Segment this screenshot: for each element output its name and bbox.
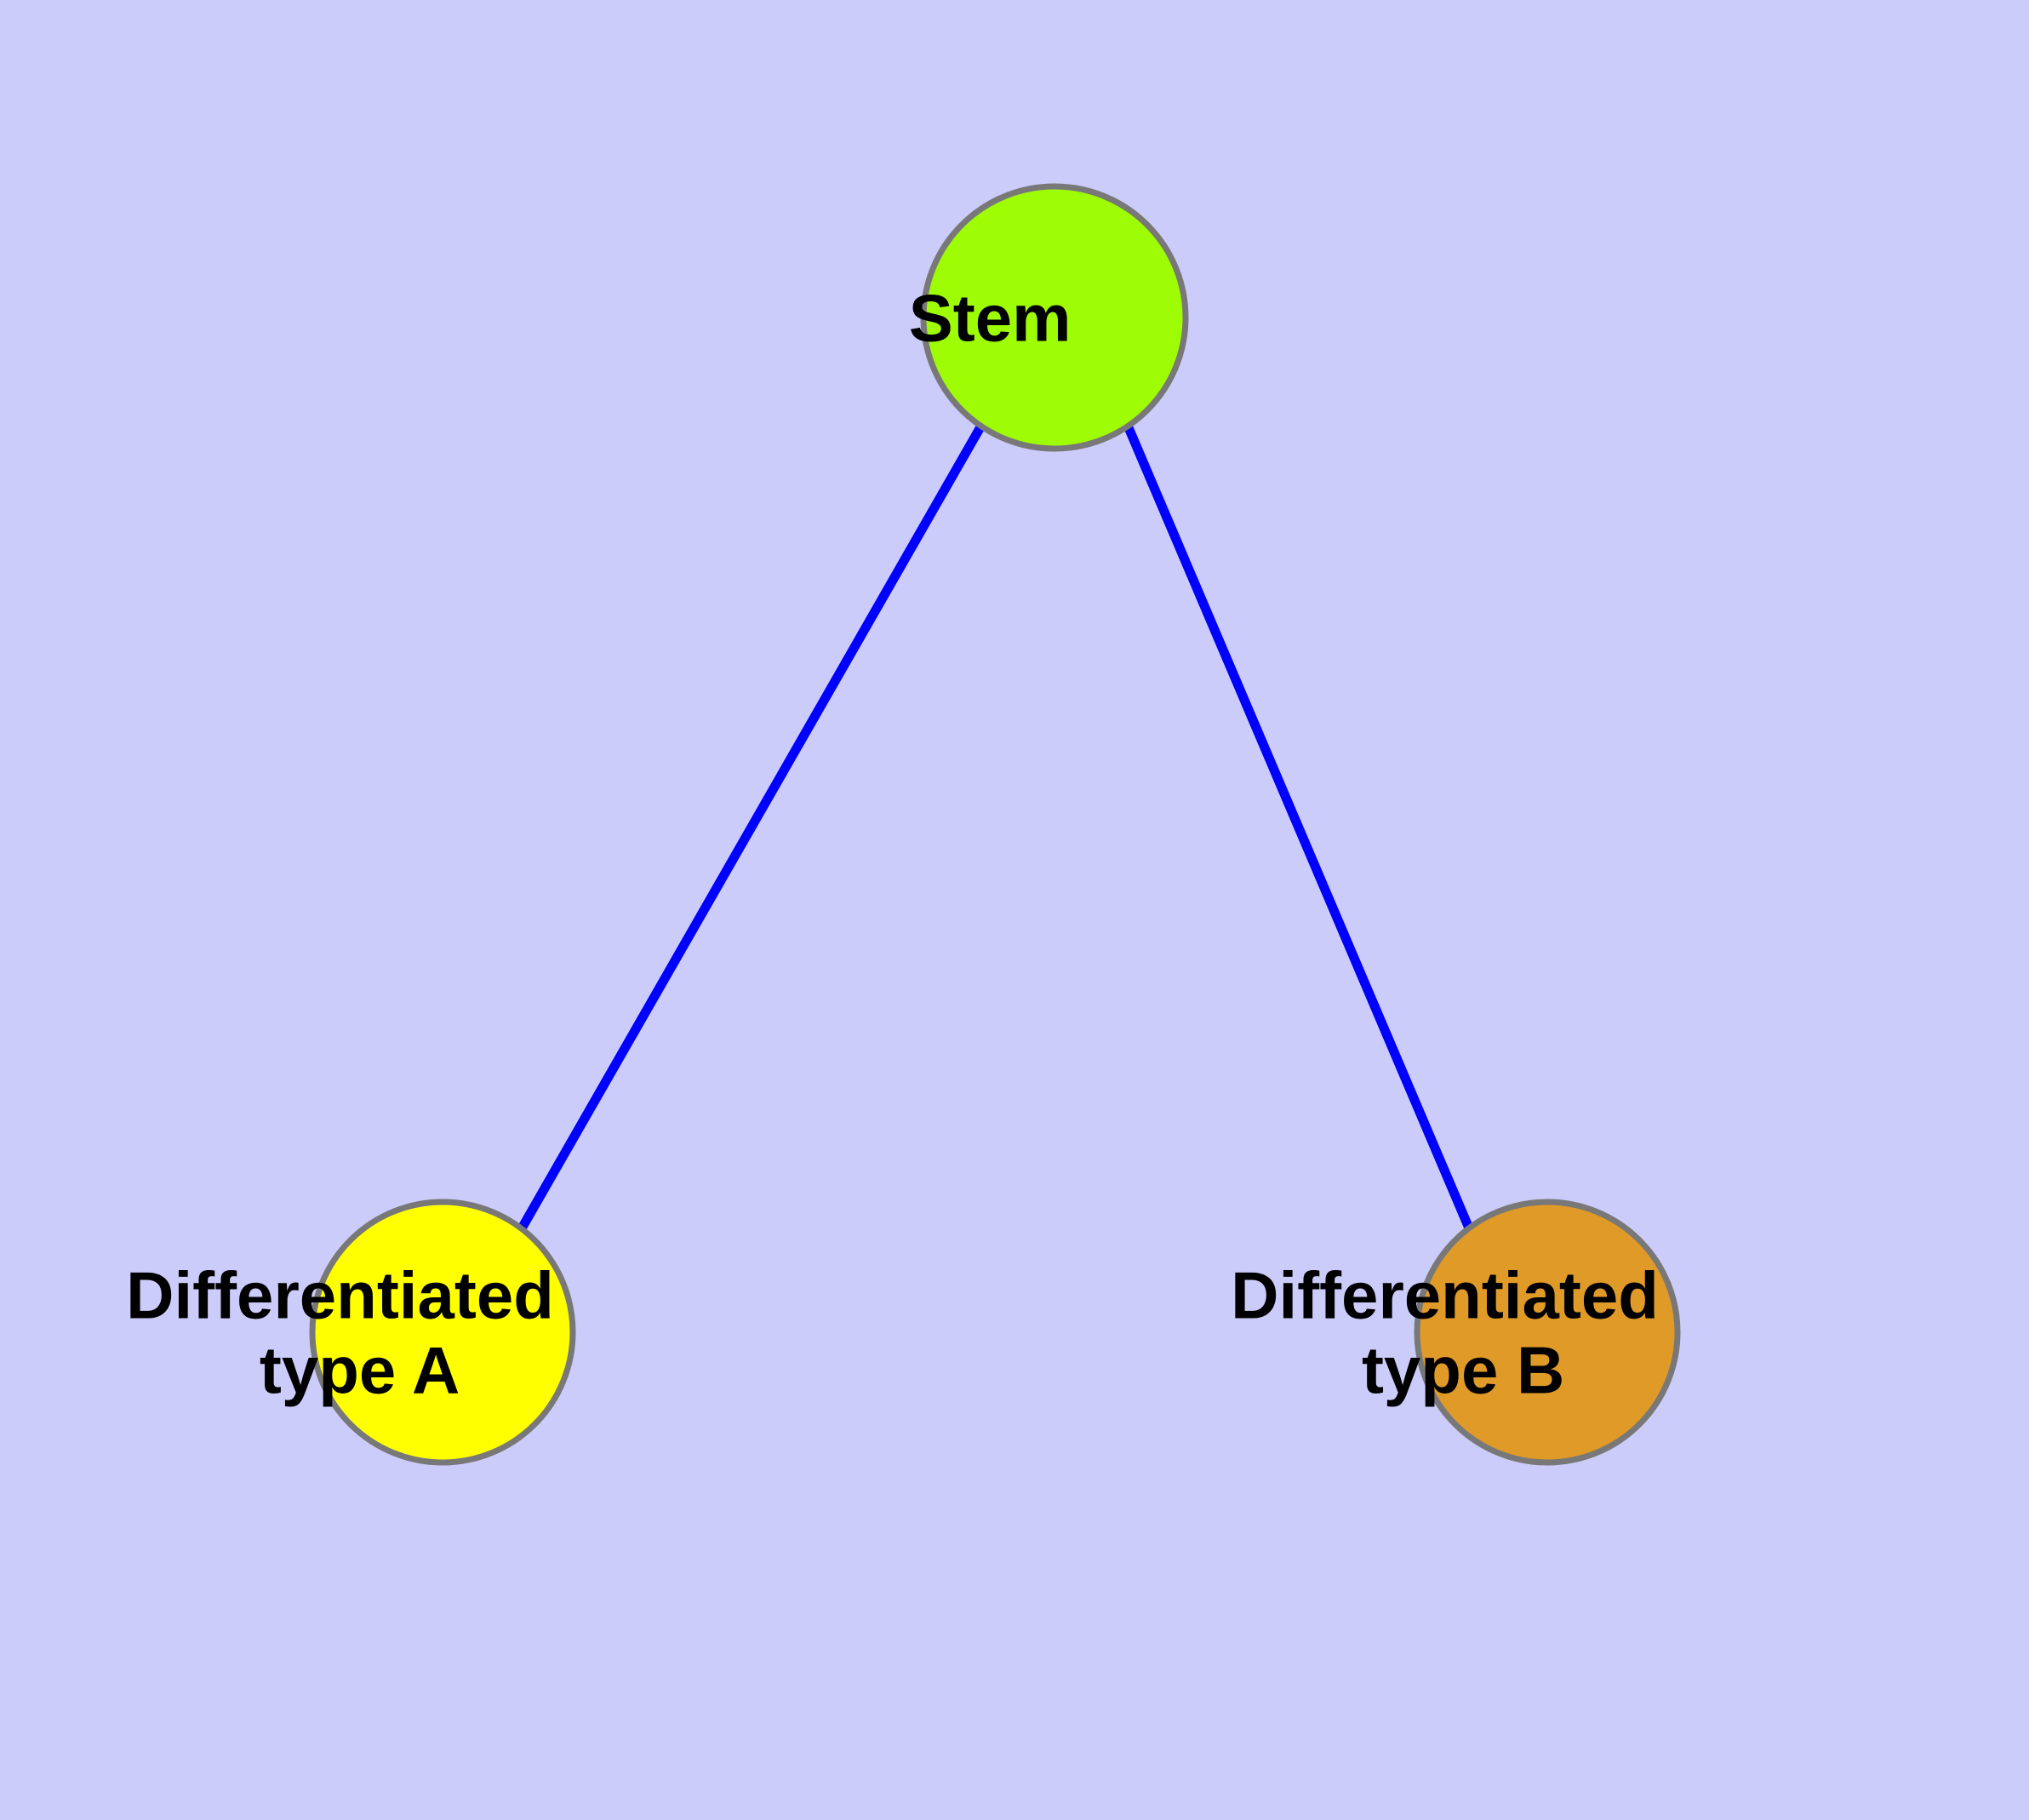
node-label-stem-line-1: Stem: [909, 280, 1072, 355]
nodes-layer: [309, 183, 1681, 1466]
node-label-diff-b: Differentiated type B: [1231, 1257, 1825, 1407]
node-label-diff-b-line-1: Differentiated: [1231, 1257, 1659, 1332]
node-label-diff-a: Differentiated type A: [126, 1257, 720, 1407]
node-label-diff-a-line-1: Differentiated: [126, 1257, 554, 1332]
node-diff-a[interactable]: [309, 1199, 576, 1466]
node-stem[interactable]: [920, 183, 1189, 452]
labels-layer: Stem Differentiated type A Differentiate…: [126, 257, 1825, 1407]
node-diff-b[interactable]: [1414, 1199, 1681, 1466]
node-label-diff-a-line-2: type A: [260, 1332, 459, 1407]
node-label-stem: Stem: [909, 257, 1200, 355]
edges-layer: [517, 423, 1475, 1233]
node-label-diff-b-line-2: type B: [1362, 1332, 1564, 1407]
edge-stem-to-diff-a[interactable]: [517, 423, 986, 1231]
edge-stem-to-diff-b[interactable]: [1123, 423, 1475, 1233]
